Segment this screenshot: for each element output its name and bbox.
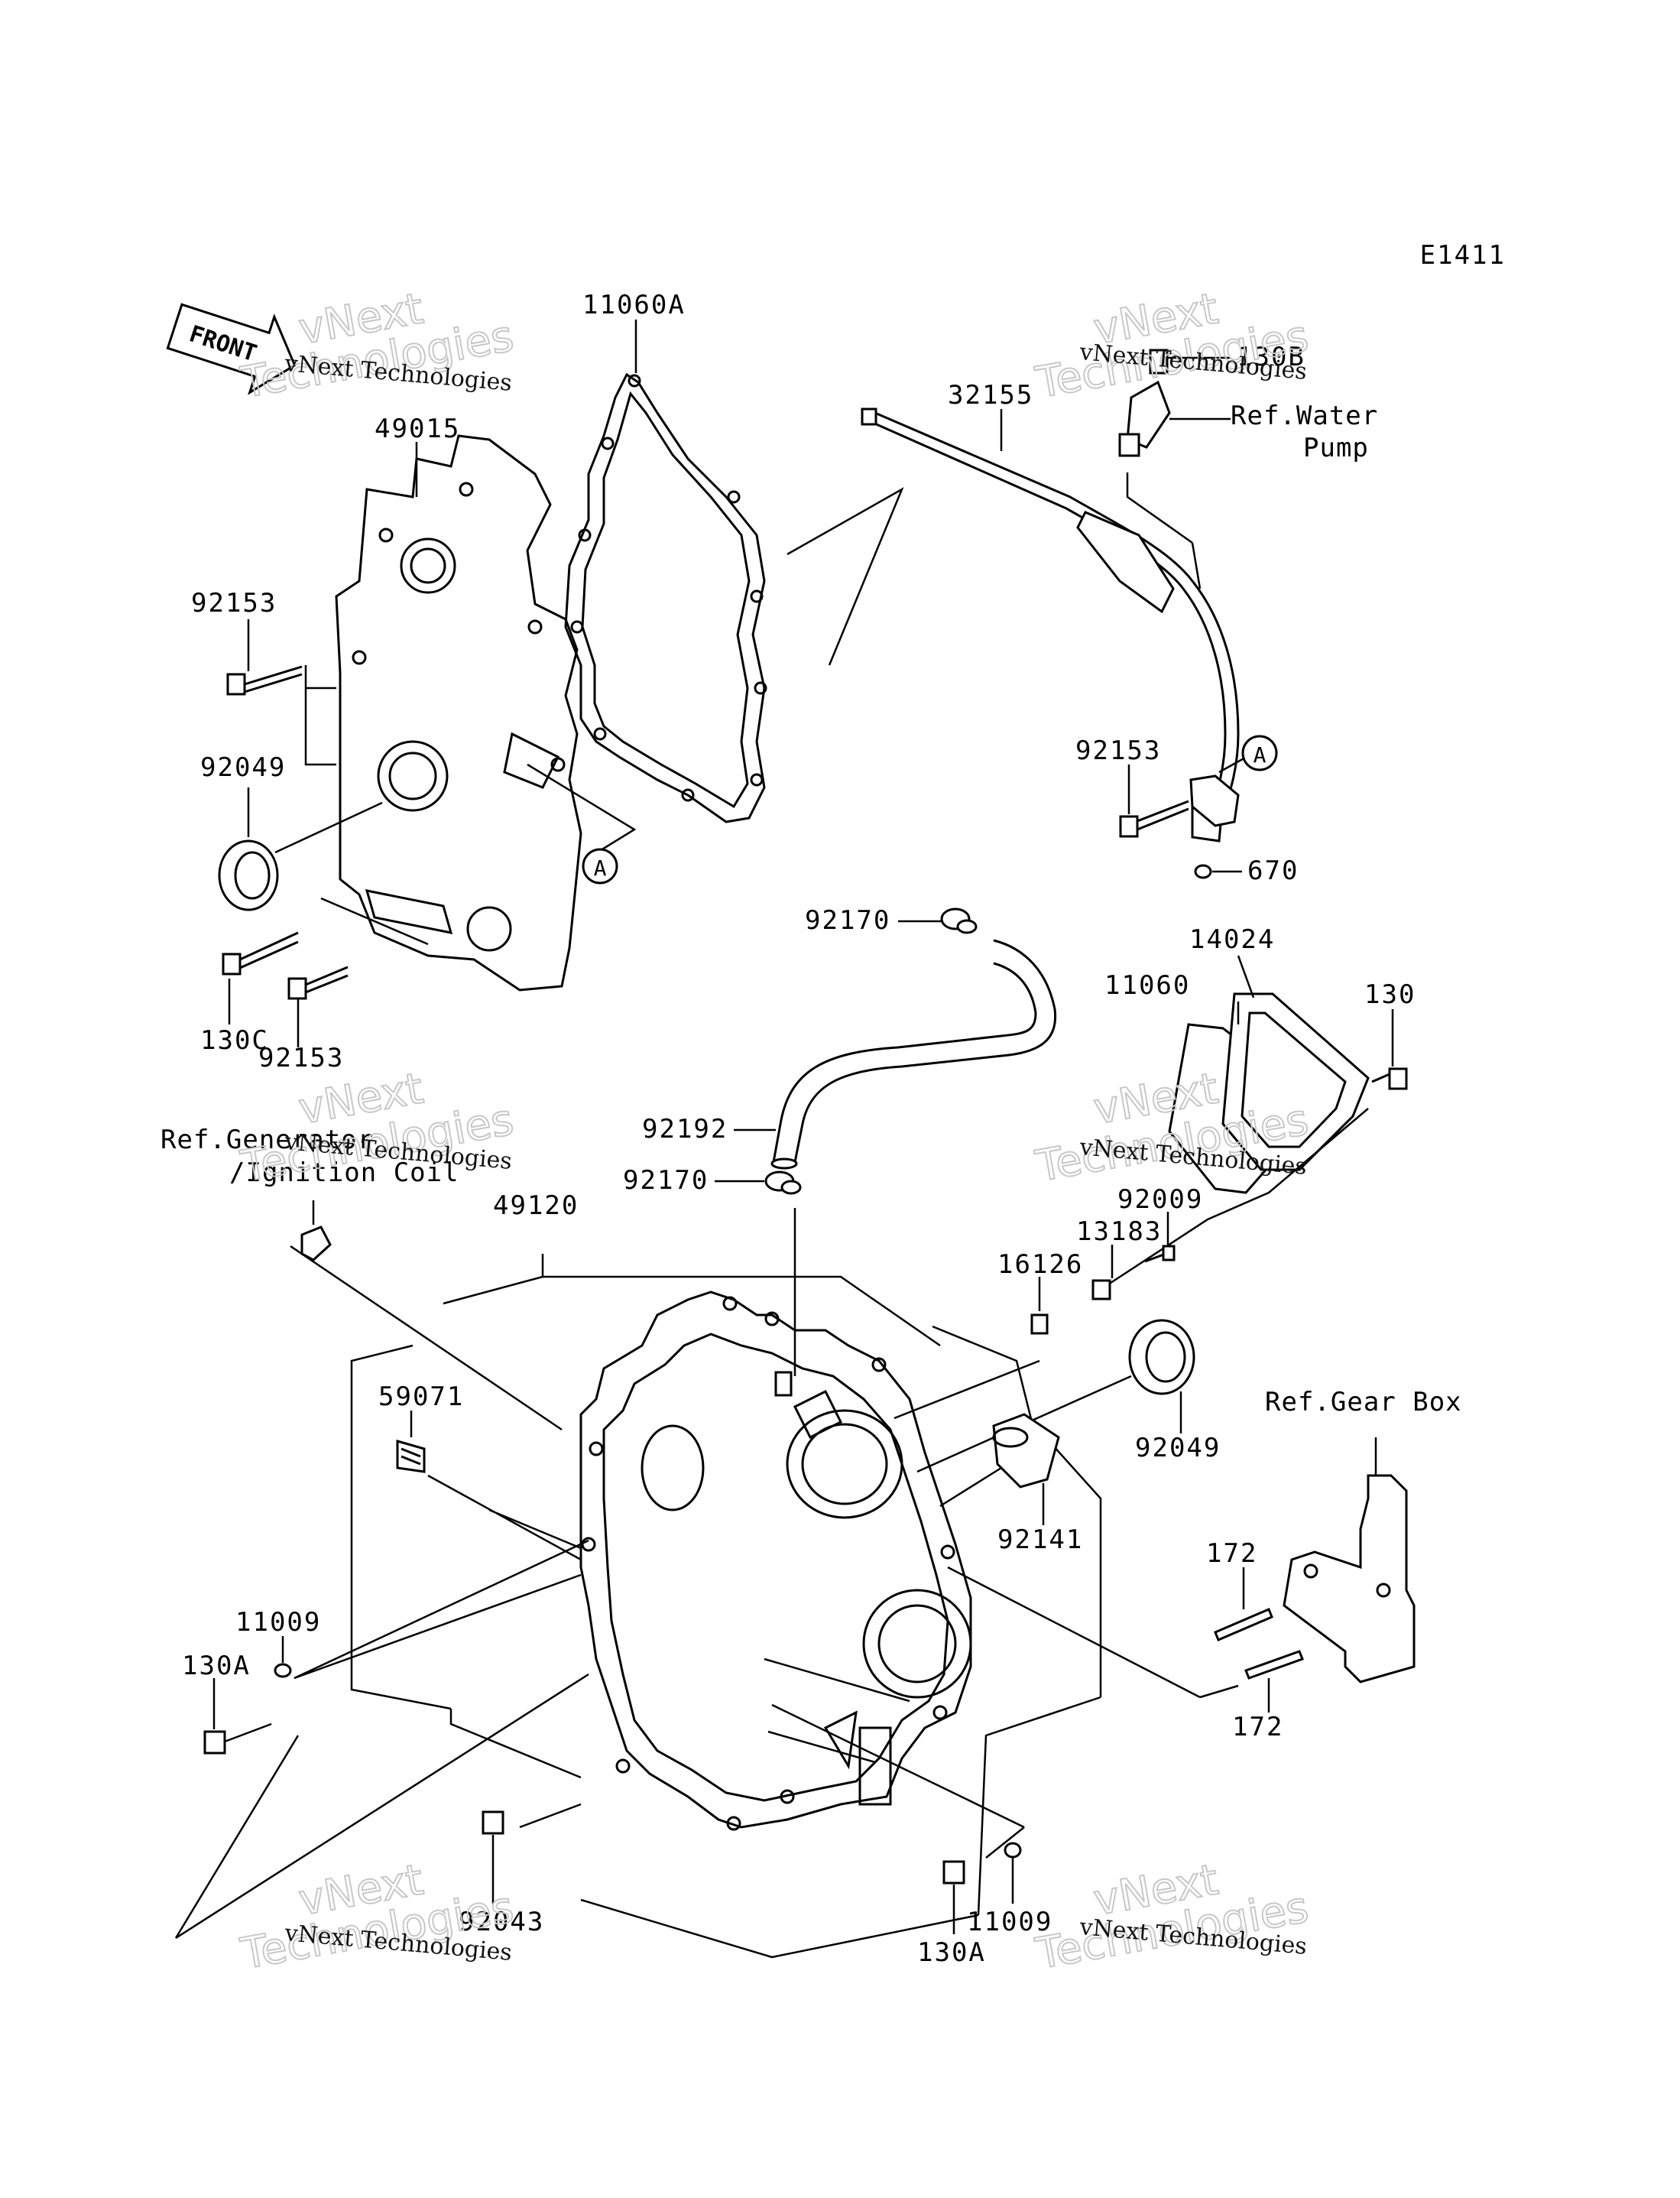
leader-130A-left-axis — [224, 1722, 272, 1743]
label-14024: 14024 — [1189, 924, 1275, 955]
ref-water-pump-line2: Pump — [1303, 433, 1369, 463]
leader-14024 — [1237, 955, 1255, 998]
leader-plate-crankcase — [1108, 1108, 1369, 1286]
label-92170-upper: 92170 — [805, 905, 890, 936]
water-pump-bracket — [1118, 349, 1171, 457]
breather-hose-92192 — [770, 939, 1057, 1170]
o-ring-670 — [1194, 864, 1212, 879]
front-arrow-icon: FRONT — [166, 303, 297, 395]
label-92043: 92043 — [459, 1907, 544, 1937]
screw-92009 — [1144, 1245, 1176, 1263]
bolt-130C — [222, 931, 299, 976]
label-130B: 130B — [1237, 342, 1305, 372]
svg-text:A: A — [1254, 742, 1266, 768]
label-16126: 16126 — [997, 1249, 1083, 1280]
watermark-bottom-left: vNext Technologies vNext Technologies — [236, 1854, 518, 1980]
hose-clamp-92170-upper — [940, 907, 978, 934]
label-92049-left: 92049 — [200, 752, 286, 783]
watermark-bottom-right: vNext Technologies vNext Technologies — [1031, 1854, 1313, 1980]
label-130: 130 — [1364, 979, 1416, 1010]
front-cover — [335, 434, 582, 992]
bolt-92153-right — [1119, 774, 1240, 838]
label-11009-left: 11009 — [235, 1607, 321, 1638]
stud-172-lower — [1244, 1650, 1304, 1680]
label-92009: 92009 — [1117, 1184, 1203, 1215]
label-11060A: 11060A — [582, 290, 686, 320]
bolt-92153-upper — [226, 665, 303, 696]
bolt-130 — [1371, 1067, 1408, 1090]
washer-11009-bottom — [1004, 1842, 1022, 1859]
label-92170-lower: 92170 — [623, 1165, 709, 1196]
washer-11009-left — [274, 1663, 292, 1678]
label-130A-left: 130A — [182, 1651, 251, 1681]
marker-A-left: A — [582, 848, 618, 885]
label-59071: 59071 — [378, 1381, 464, 1412]
label-92153-lower: 92153 — [258, 1043, 344, 1073]
crankcase-49120 — [579, 1291, 972, 1831]
label-92153-upper: 92153 — [191, 588, 277, 618]
sensor-59071 — [396, 1440, 426, 1473]
dowel-pin-92043 — [482, 1810, 504, 1835]
svg-text:A: A — [594, 855, 607, 881]
label-11009-bottom: 11009 — [967, 1907, 1052, 1937]
label-92049-right: 92049 — [1135, 1433, 1221, 1463]
label-92153-right: 92153 — [1075, 735, 1161, 766]
label-130C: 130C — [200, 1025, 269, 1056]
label-92192: 92192 — [642, 1114, 728, 1144]
label-172-lower: 172 — [1232, 1712, 1283, 1742]
label-49015: 49015 — [375, 414, 460, 444]
oil-seal-92049-right — [1128, 1319, 1195, 1395]
ref-generator-line1: Ref.Generator — [161, 1125, 374, 1155]
label-49120: 49120 — [493, 1190, 579, 1221]
leaders-water-pump — [1126, 356, 1231, 589]
label-11060: 11060 — [1104, 970, 1190, 1001]
marker-A-right: A — [1241, 735, 1278, 771]
ref-gear-box: Ref.Gear Box — [1265, 1387, 1462, 1417]
bolt-130A-bottom — [942, 1860, 965, 1885]
ref-generator-line2: /Ignition Coil — [229, 1157, 459, 1188]
oil-seal-92049-left — [218, 839, 279, 911]
cover-plate-14024 — [1221, 992, 1370, 1171]
watermark-top-right: vNext Technologies vNext Technologies — [1031, 283, 1313, 409]
stud-172-upper — [1214, 1608, 1273, 1641]
label-130A-bottom: 130A — [917, 1937, 986, 1968]
ref-water-pump-line1: Ref.Water — [1231, 401, 1378, 431]
dipstick-tube-32155 — [861, 407, 1240, 843]
label-32155: 32155 — [948, 380, 1033, 411]
bolt-130A-left — [203, 1730, 226, 1755]
diagram-code: E1411 — [1420, 240, 1506, 271]
gear-box-bracket — [1283, 1474, 1416, 1683]
bolt-92153-lower — [287, 966, 349, 1000]
label-13183: 13183 — [1076, 1216, 1162, 1247]
label-670: 670 — [1247, 855, 1299, 886]
leader-gasket-cover — [786, 487, 904, 666]
dowel-pin-13183 — [1091, 1279, 1111, 1300]
label-172-upper: 172 — [1206, 1538, 1257, 1569]
dowel-pin-16126 — [1030, 1313, 1049, 1335]
gasket-11060A — [564, 372, 767, 823]
hose-clamp-92170-lower — [764, 1170, 802, 1195]
bushing-92141 — [992, 1413, 1060, 1489]
leaders-crankcase — [174, 1245, 1239, 1959]
label-92141: 92141 — [997, 1524, 1083, 1555]
generator-connector — [300, 1226, 332, 1261]
